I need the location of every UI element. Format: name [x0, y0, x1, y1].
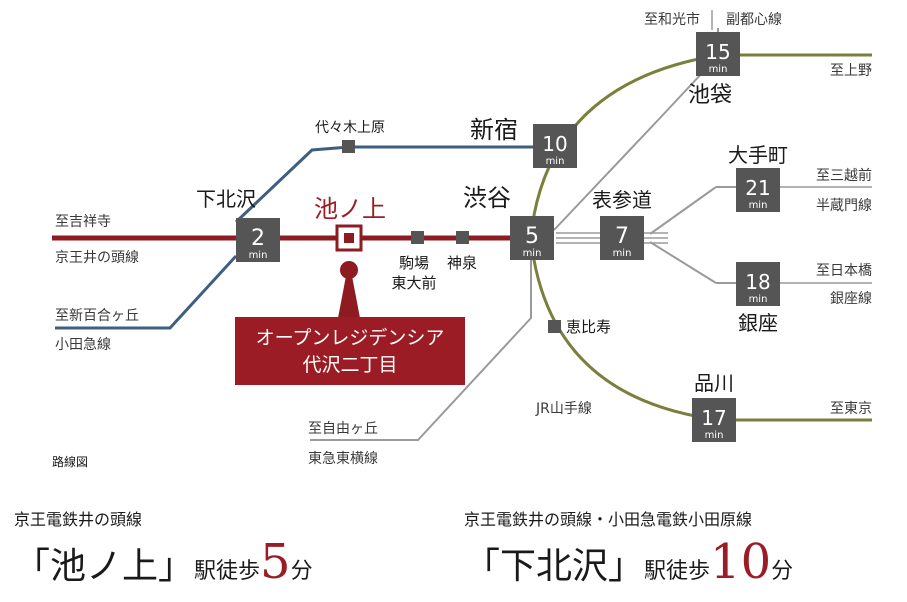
- station-yoyogiuehara: 代々木上原: [315, 120, 385, 136]
- omotesando-time-box: 7 min: [600, 216, 644, 260]
- property-name-line2: 代沢二丁目: [302, 354, 397, 376]
- left-caption-line: 京王電鉄井の頭線: [14, 510, 143, 529]
- property-pin: [340, 261, 358, 279]
- svg-text:7: 7: [615, 224, 629, 249]
- svg-text:2: 2: [251, 226, 265, 251]
- svg-text:min: min: [749, 294, 768, 305]
- station-ikenoue: 池ノ上: [314, 195, 386, 223]
- shinagawa-time-box: 17 min: [692, 398, 736, 442]
- dest-keio-inokashira: 京王井の頭線: [55, 250, 139, 266]
- ikebukuro-time-box: 15 min: [696, 32, 740, 76]
- toyoko-line: [310, 238, 532, 441]
- svg-text:min: min: [749, 200, 768, 211]
- otemachi-time-box: 21 min: [736, 168, 780, 212]
- ebisu-marker: [548, 320, 561, 333]
- station-shimokitazawa: 下北沢: [196, 187, 256, 211]
- dest-yamanote: JR山手線: [535, 401, 592, 417]
- station-ikebukuro: 池袋: [688, 83, 732, 108]
- dest-jiyugaoka: 至自由ヶ丘: [308, 421, 378, 437]
- map-label: 路線図: [52, 454, 88, 469]
- odakyu-line-north: [234, 145, 534, 224]
- station-ebisu: 恵比寿: [566, 318, 611, 336]
- left-caption-walk: 駅徒歩: [194, 559, 261, 584]
- dest-ginza-line: 銀座線: [830, 291, 872, 307]
- svg-text:21: 21: [745, 176, 770, 200]
- svg-text:10: 10: [542, 132, 567, 156]
- yoyogiuehara-marker: [342, 140, 355, 153]
- ginza-branch: [649, 241, 717, 284]
- svg-text:min: min: [523, 248, 542, 259]
- shibuya-time-box: 5 min: [510, 216, 554, 260]
- shinjuku-time-box: 10 min: [533, 124, 577, 168]
- svg-text:5: 5: [525, 224, 539, 249]
- dest-wakoshi: 至和光市: [644, 11, 700, 28]
- dest-kichijoji: 至吉祥寺: [55, 214, 111, 230]
- odakyu-line: [55, 254, 238, 330]
- dest-toyoko: 東急東横線: [308, 451, 378, 467]
- dest-mitsukoshimae: 至三越前: [816, 167, 872, 184]
- ginza-time-box: 18 min: [736, 262, 780, 306]
- dest-hanzomon: 半蔵門線: [816, 198, 872, 214]
- left-caption: 京王電鉄井の頭線 「池ノ上」駅徒歩5分: [14, 506, 313, 590]
- svg-text:min: min: [546, 156, 565, 167]
- property-box: [235, 317, 465, 385]
- station-komaba: 駒場: [399, 254, 429, 272]
- station-otemachi: 大手町: [728, 143, 788, 167]
- left-caption-minutes: 5: [260, 534, 291, 590]
- station-todaimae: 東大前: [391, 274, 436, 292]
- property-name-line1: オープンレジデンシア: [256, 327, 445, 349]
- left-caption-unit: 分: [290, 559, 313, 584]
- right-caption-minutes: 10: [710, 534, 772, 590]
- dest-shinyurigaoka: 至新百合ヶ丘: [55, 308, 139, 324]
- right-caption-unit: 分: [771, 559, 794, 584]
- dest-odakyu: 小田急線: [55, 337, 111, 353]
- station-shinjuku: 新宿: [470, 116, 518, 144]
- right-caption-walk: 駅徒歩: [644, 559, 711, 584]
- svg-text:18: 18: [745, 270, 770, 294]
- svg-text:min: min: [249, 250, 268, 261]
- left-caption-station: 「池ノ上」: [14, 546, 195, 587]
- station-omotesando: 表参道: [592, 188, 652, 212]
- dest-fukutoshin: 副都心線: [726, 12, 782, 28]
- dest-tokyo: 至東京: [830, 401, 872, 417]
- svg-text:17: 17: [701, 406, 726, 430]
- dest-nihonbashi: 至日本橋: [816, 263, 872, 279]
- station-shibuya: 渋谷: [463, 184, 511, 212]
- right-caption: 京王電鉄井の頭線・小田急電鉄小田原線 「下北沢」駅徒歩10分: [464, 506, 793, 590]
- svg-text:min: min: [705, 430, 724, 441]
- komaba-marker: [411, 231, 424, 244]
- shinsen-marker: [456, 231, 469, 244]
- dest-ueno: 至上野: [830, 63, 872, 79]
- right-caption-line: 京王電鉄井の頭線・小田急電鉄小田原線: [464, 510, 753, 529]
- svg-text:15: 15: [705, 40, 730, 64]
- station-shinagawa: 品川: [694, 371, 734, 395]
- svg-text:min: min: [613, 248, 632, 259]
- shimokitazawa-time-box: 2 min: [236, 218, 280, 262]
- svg-text:min: min: [709, 64, 728, 75]
- otemachi-branch: [649, 186, 717, 235]
- right-caption-station: 「下北沢」: [464, 546, 645, 587]
- station-shinsen: 神泉: [447, 254, 477, 272]
- station-ginza: 銀座: [738, 311, 778, 335]
